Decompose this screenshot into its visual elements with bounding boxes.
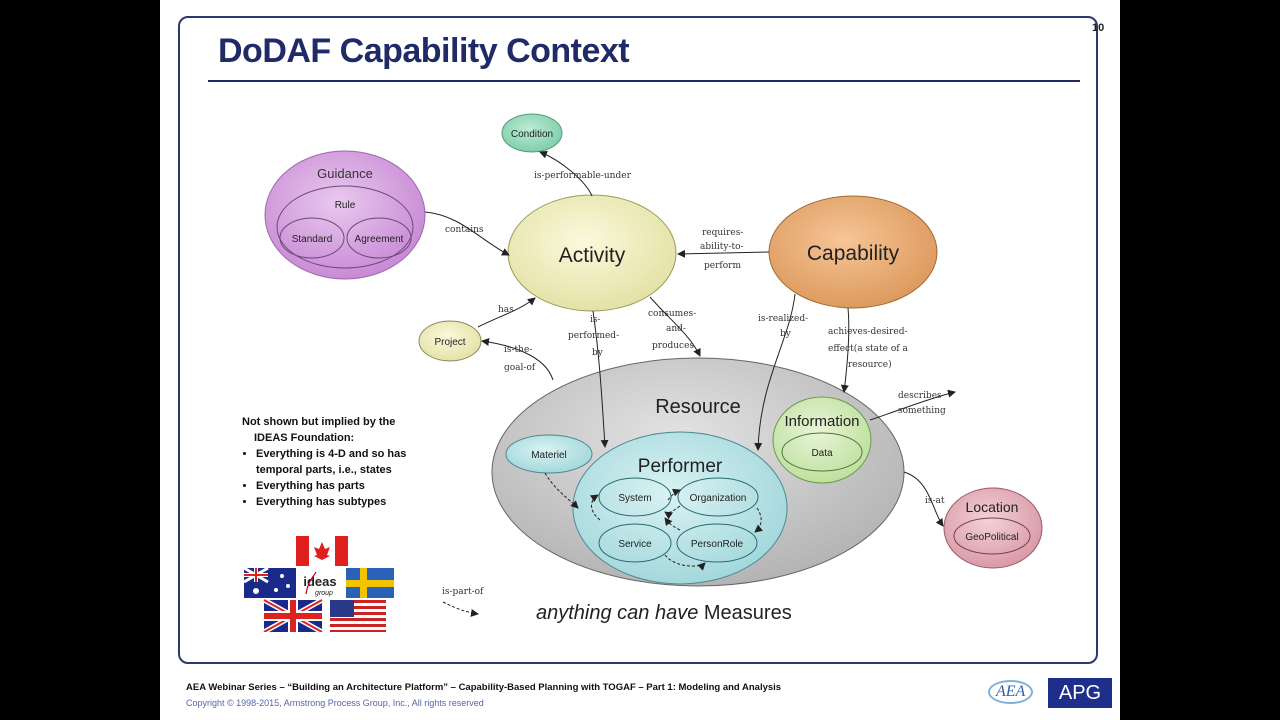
rel-describes-2: something xyxy=(898,406,946,416)
service-label: Service xyxy=(618,539,652,550)
apg-logo: APG xyxy=(1048,678,1112,708)
rel-performed-1: is- xyxy=(590,315,601,325)
project-label: Project xyxy=(434,337,465,348)
footer-webinar-title: AEA Webinar Series – “Building an Archit… xyxy=(186,682,782,693)
information-label: Information xyxy=(784,413,859,430)
notes-bullet: Everything has subtypes xyxy=(256,494,442,510)
slide-number: 10 xyxy=(1092,22,1105,34)
location-label: Location xyxy=(966,499,1019,515)
information-node: Information Data xyxy=(772,396,872,484)
relationship-edges xyxy=(424,150,956,617)
slide-frame xyxy=(178,16,1098,664)
rel-performed-2: performed- xyxy=(568,331,619,341)
notes-bullet: Everything is 4-D and so has temporal pa… xyxy=(256,446,442,478)
rel-describes-1: describes- xyxy=(898,391,945,401)
notes-bullet: Everything has parts xyxy=(256,478,442,494)
organization-label: Organization xyxy=(690,493,747,504)
notes-header-2: IDEAS Foundation: xyxy=(254,432,355,444)
materiel-node: Materiel xyxy=(505,434,593,474)
measures-prefix: anything can have xyxy=(536,602,698,624)
rel-performable-under: is-performable-under xyxy=(534,171,632,181)
footer-copyright: Copyright © 1998-2015, Armstrong Process… xyxy=(186,698,484,708)
rel-is-at: is-at xyxy=(925,496,945,506)
rel-effect-2: effect(a state of a xyxy=(828,343,908,354)
activity-node: Activity xyxy=(507,194,677,312)
rel-goal-2: goal-of xyxy=(504,363,536,373)
australia-flag-icon xyxy=(244,566,296,598)
usa-flag-icon xyxy=(330,600,386,632)
rel-requires-1: requires- xyxy=(702,228,743,238)
capability-label: Capability xyxy=(807,242,900,265)
ideas-notes: Not shown but implied by the IDEAS Found… xyxy=(242,414,442,510)
canada-flag-icon xyxy=(296,536,348,566)
aea-logo: AEA xyxy=(988,680,1034,704)
rel-contains: contains xyxy=(445,225,484,235)
rel-requires-2: ability-to- xyxy=(700,242,744,252)
rel-realized-1: is-realized- xyxy=(758,314,808,324)
guidance-label: Guidance xyxy=(317,166,373,181)
sweden-flag-icon xyxy=(346,568,394,598)
rel-effect-1: achieves-desired- xyxy=(828,327,908,337)
rel-requires-3: perform xyxy=(704,261,741,271)
notes-bullets: Everything is 4-D and so has temporal pa… xyxy=(242,446,442,510)
activity-label: Activity xyxy=(559,244,626,267)
rel-realized-2: by xyxy=(780,329,792,339)
rule-label: Rule xyxy=(335,200,356,211)
ideas-logo-sub: group xyxy=(315,590,333,597)
measures-caption: anything can have Measures xyxy=(536,602,792,624)
materiel-label: Materiel xyxy=(531,450,567,461)
slide: 10 DoDAF Capability Context xyxy=(160,0,1120,720)
rel-consumes-3: produces xyxy=(652,341,694,351)
system-label: System xyxy=(618,493,651,504)
capability-diagram: Condition Guidance Rule Standard Agreeme… xyxy=(264,113,1043,624)
guidance-node: Guidance Rule Standard Agreement xyxy=(264,150,426,280)
condition-node: Condition xyxy=(501,113,563,153)
agreement-label: Agreement xyxy=(355,234,404,245)
rel-has: has xyxy=(498,305,514,315)
capability-node: Capability xyxy=(768,195,938,309)
resource-label: Resource xyxy=(655,396,741,418)
ideas-group-flags: ideas group xyxy=(244,536,394,632)
standard-label: Standard xyxy=(292,234,333,245)
rel-is-part-of: is-part-of xyxy=(442,587,484,597)
rel-effect-3: resource) xyxy=(848,359,892,370)
uk-flag-icon xyxy=(262,597,324,632)
data-label: Data xyxy=(811,448,833,459)
performer-node: Performer System Organization Service Pe… xyxy=(572,431,788,585)
rel-consumes-2: and- xyxy=(666,324,686,334)
rel-goal-1: is-the- xyxy=(504,345,532,355)
person-role-label: PersonRole xyxy=(691,539,744,550)
rel-performed-3: by xyxy=(592,348,604,358)
location-node: Location GeoPolitical xyxy=(943,487,1043,569)
project-node: Project xyxy=(418,320,482,362)
condition-label: Condition xyxy=(511,129,553,140)
geopolitical-label: GeoPolitical xyxy=(965,532,1018,543)
performer-label: Performer xyxy=(638,456,723,477)
slide-title: DoDAF Capability Context xyxy=(218,32,630,70)
title-rule xyxy=(208,80,1080,82)
relationship-labels: is-performable-under contains requires- … xyxy=(442,171,946,597)
rel-consumes-1: consumes- xyxy=(648,309,696,319)
measures-suffix: Measures xyxy=(698,602,791,624)
ideas-logo: ideas group xyxy=(303,571,337,597)
notes-header-1: Not shown but implied by the xyxy=(242,416,396,428)
